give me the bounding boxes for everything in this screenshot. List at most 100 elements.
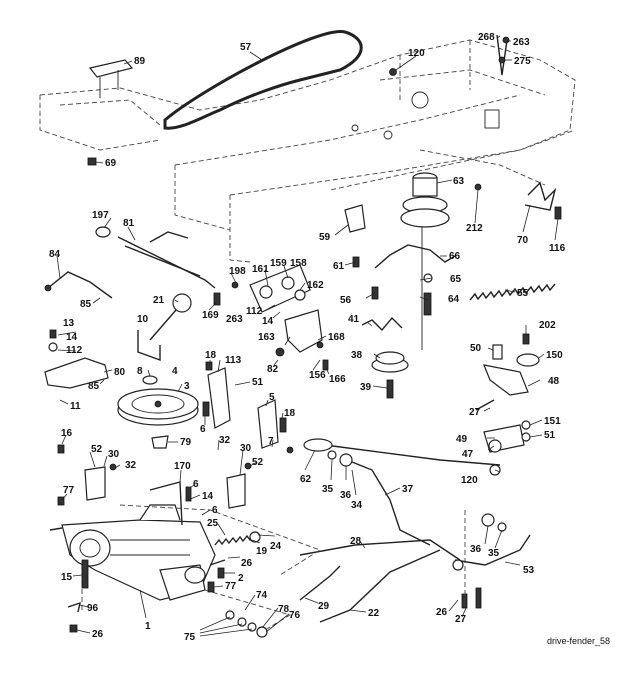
spring-25 bbox=[214, 534, 255, 546]
callout-76: 76 bbox=[289, 610, 301, 621]
callout-62: 62 bbox=[300, 474, 312, 485]
callout-2: 2 bbox=[238, 573, 244, 584]
callout-22: 22 bbox=[368, 608, 380, 619]
callout-78: 78 bbox=[278, 604, 290, 615]
callout-64: 64 bbox=[448, 294, 460, 305]
callout-52-b: 52 bbox=[252, 457, 264, 468]
callout-150: 150 bbox=[546, 350, 563, 361]
arm-81 bbox=[117, 236, 216, 289]
callout-53: 53 bbox=[523, 565, 535, 576]
callout-6-b: 6 bbox=[193, 479, 199, 490]
axle bbox=[49, 527, 226, 566]
callout-labels: 57 120 268 263 275 89 69 63 212 70 116 1… bbox=[49, 32, 566, 643]
callout-10: 10 bbox=[137, 314, 149, 325]
callout-163: 163 bbox=[258, 332, 275, 343]
callout-169: 169 bbox=[202, 310, 219, 321]
callout-47: 47 bbox=[462, 449, 474, 460]
callout-61: 61 bbox=[333, 261, 345, 272]
callout-120: 120 bbox=[408, 48, 425, 59]
callout-112-mid: 112 bbox=[246, 306, 263, 317]
callout-35-b: 35 bbox=[488, 548, 500, 559]
callout-35: 35 bbox=[322, 484, 334, 495]
callout-50: 50 bbox=[470, 343, 482, 354]
drive-belt bbox=[163, 30, 363, 130]
bolt-69 bbox=[87, 157, 97, 166]
callout-79: 79 bbox=[180, 437, 192, 448]
rod-66 bbox=[374, 244, 456, 269]
callout-212: 212 bbox=[466, 223, 483, 234]
callout-3: 3 bbox=[184, 381, 190, 392]
callout-39: 39 bbox=[360, 382, 372, 393]
bracket-89 bbox=[88, 59, 134, 78]
callout-49: 49 bbox=[456, 434, 468, 445]
callout-89: 89 bbox=[134, 56, 146, 67]
callout-15: 15 bbox=[61, 572, 73, 583]
ring-4 bbox=[142, 375, 158, 385]
bracket-10 bbox=[137, 330, 161, 361]
callout-161: 161 bbox=[252, 264, 269, 275]
transaxle-1 bbox=[61, 504, 216, 601]
frame-outline bbox=[39, 39, 576, 263]
callout-38: 38 bbox=[351, 350, 363, 361]
callout-41: 41 bbox=[348, 314, 360, 325]
callout-1: 1 bbox=[145, 621, 151, 632]
callout-37: 37 bbox=[402, 484, 414, 495]
callout-26-b: 26 bbox=[436, 607, 448, 618]
callout-19: 19 bbox=[256, 546, 268, 557]
plate-30-right bbox=[226, 473, 246, 509]
callout-263: 263 bbox=[513, 37, 530, 48]
callout-158: 158 bbox=[290, 258, 307, 269]
callout-36-b: 36 bbox=[470, 544, 482, 555]
callout-66: 66 bbox=[449, 251, 461, 262]
callout-29: 29 bbox=[318, 601, 330, 612]
callout-81: 81 bbox=[123, 218, 135, 229]
callout-11: 11 bbox=[70, 401, 81, 412]
idler-assembly bbox=[231, 264, 323, 353]
callout-14-mid: 14 bbox=[262, 316, 274, 327]
rod-268 bbox=[496, 34, 508, 76]
callout-113: 113 bbox=[225, 355, 242, 366]
callout-5: 5 bbox=[269, 392, 275, 403]
callout-27-b: 27 bbox=[455, 614, 467, 625]
callout-63: 63 bbox=[453, 176, 465, 187]
callout-56: 56 bbox=[340, 295, 352, 306]
plate-30-left bbox=[84, 466, 106, 501]
callout-14: 14 bbox=[66, 332, 78, 343]
callout-51-b: 51 bbox=[544, 430, 556, 441]
callout-36: 36 bbox=[340, 490, 352, 501]
spacer-150 bbox=[516, 353, 540, 367]
callout-28: 28 bbox=[350, 536, 362, 547]
callout-18-b: 18 bbox=[284, 408, 296, 419]
callout-25: 25 bbox=[207, 518, 219, 529]
callout-275: 275 bbox=[514, 56, 531, 67]
bracket-59 bbox=[344, 204, 366, 233]
bracket-5 bbox=[257, 399, 279, 449]
callout-77-b: 77 bbox=[225, 581, 237, 592]
callout-156: 156 bbox=[309, 370, 326, 381]
spring-55 bbox=[469, 283, 556, 301]
callout-24: 24 bbox=[270, 541, 282, 552]
callout-85-top: 85 bbox=[80, 299, 92, 310]
callout-8: 8 bbox=[137, 366, 143, 377]
callout-162: 162 bbox=[307, 280, 324, 291]
rod-22 bbox=[319, 549, 441, 623]
callout-197: 197 bbox=[92, 210, 109, 221]
callout-198: 198 bbox=[229, 266, 246, 277]
leader-lines bbox=[56, 35, 559, 637]
washers-75 bbox=[225, 610, 268, 638]
callout-77: 77 bbox=[63, 485, 75, 496]
pulley-63 bbox=[400, 172, 450, 350]
clip-96 bbox=[67, 601, 81, 613]
callout-166: 166 bbox=[329, 374, 346, 385]
callout-14-b: 14 bbox=[202, 491, 214, 502]
callout-84: 84 bbox=[49, 249, 61, 260]
callout-57: 57 bbox=[240, 42, 252, 53]
callout-26: 26 bbox=[241, 558, 253, 569]
plate-80 bbox=[44, 357, 109, 389]
rod-29 bbox=[299, 565, 341, 601]
callout-26-c: 26 bbox=[92, 629, 104, 640]
callout-34: 34 bbox=[351, 500, 363, 511]
callout-55: 55 bbox=[517, 288, 529, 299]
callout-6: 6 bbox=[200, 424, 206, 435]
